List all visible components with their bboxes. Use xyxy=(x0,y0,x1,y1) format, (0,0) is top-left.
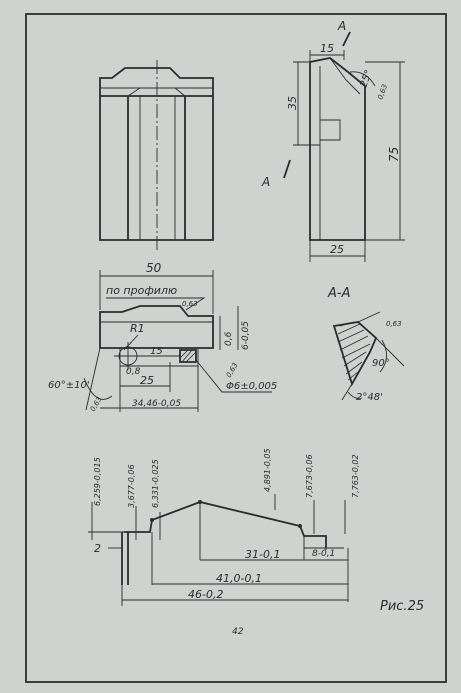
section-mark-lower: А xyxy=(261,175,270,189)
dim-3-677-label: 3,677-0,06 xyxy=(127,464,136,508)
roughness-profile-label: 0,63 xyxy=(182,300,198,308)
section-mark-top: А xyxy=(337,19,346,33)
dim-50-label: 50 xyxy=(146,261,162,275)
front-view xyxy=(99,60,214,250)
roughness-section-label: 0,63 xyxy=(386,320,402,328)
dim-6-label: 6-0,05 xyxy=(241,321,251,350)
drawing-frame xyxy=(25,13,447,683)
angle-2-48-label: 2°48' xyxy=(356,392,383,403)
dim-75-label: 75 xyxy=(387,147,401,162)
dim-7-673-label: 7,673-0,06 xyxy=(305,454,314,498)
angle-60-label: 60°±10' xyxy=(48,380,90,391)
dim-46-label: 46-0,2 xyxy=(188,588,223,601)
dim-4-891-label: 4,891-0,05 xyxy=(263,448,272,492)
profile-note-label: по профилю xyxy=(106,284,177,297)
dim-35-label: 35 xyxy=(286,96,299,110)
angle-90-label: 90° xyxy=(372,358,390,369)
dim-6-259-label: 6,259-0,015 xyxy=(93,457,102,506)
dim-2-label: 2 xyxy=(94,542,101,555)
bottom-profile-view: 6,259-0,015 3,677-0,06 6,331-0,025 4,891… xyxy=(88,448,424,637)
figure-caption: Рис.25 xyxy=(380,599,424,614)
dim-0-6-label: 0,6 xyxy=(224,331,234,346)
dim-7-763-label: 7,763-0,02 xyxy=(351,454,360,498)
dim-0-8-label: 0,8 xyxy=(126,367,141,377)
section-title-label: А-А xyxy=(327,286,350,301)
diameter-6-label: Φ6±0,005 xyxy=(226,381,277,392)
dim-6-331-label: 6,331-0,025 xyxy=(151,459,160,508)
dim-31-label: 31-0,1 xyxy=(245,548,280,561)
dim-15-top-label: 15 xyxy=(320,42,334,55)
radius-label: R1 xyxy=(130,322,145,335)
page-number: 42 xyxy=(232,627,244,637)
dim-25-side-label: 25 xyxy=(330,243,344,256)
dim-25-mid-label: 25 xyxy=(140,374,154,387)
dim-8-label: 8-0,1 xyxy=(312,549,335,559)
dim-15-mid-label: 15 xyxy=(150,346,163,357)
dim-41-label: 41,0-0,1 xyxy=(216,572,262,585)
section-a-a-view: А-А 90° 0,63 2°48' xyxy=(327,286,405,403)
dim-34-46-label: 34,46-0,05 xyxy=(132,399,181,409)
